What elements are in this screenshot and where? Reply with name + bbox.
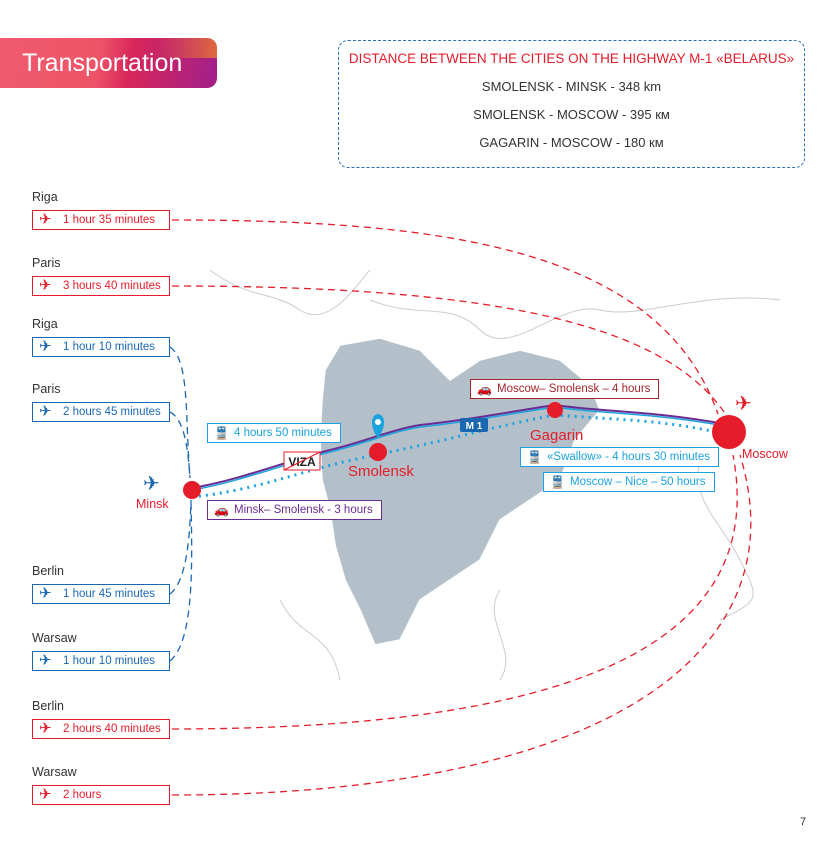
flight-time: 1 hour 35 minutes: [63, 214, 156, 226]
swallow-tag: 🚆 «Swallow» - 4 hours 30 minutes: [520, 447, 719, 467]
distance-box: DISTANCE BETWEEN THE CITIES ON THE HIGHW…: [338, 40, 805, 168]
plane-icon: ✈: [39, 652, 52, 669]
smolensk-label: Smolensk: [348, 463, 414, 480]
railway: [191, 413, 729, 499]
origin-city-label: Warsaw: [32, 631, 77, 645]
smolensk-region: [319, 337, 601, 646]
car-icon: 🚗: [214, 503, 229, 517]
plane-icon: ✈: [39, 585, 52, 602]
plane-icon: ✈: [39, 720, 52, 737]
plane-icon: ✈: [143, 473, 160, 495]
flight-path-warsaw-moscow: [171, 454, 752, 796]
origin-city-label: Berlin: [32, 564, 64, 578]
flight-path-warsaw-minsk: [169, 499, 193, 662]
smolensk-dot: [369, 443, 387, 461]
gagarin-dot: [547, 402, 563, 418]
origin-city-label: Paris: [32, 382, 61, 396]
origin-city-label: Berlin: [32, 699, 64, 713]
plane-icon: ✈: [39, 277, 52, 294]
distance-row: SMOLENSK - MOSCOW - 395 км: [473, 107, 670, 122]
plane-icon: ✈: [39, 403, 52, 420]
flight-time-box: ✈ 2 hours 45 minutes: [32, 402, 170, 422]
flight-time: 1 hour 10 minutes: [63, 655, 156, 667]
gagarin-label: Gagarin: [530, 427, 584, 444]
moscow-dot: [712, 415, 746, 449]
route-text: «Swallow» - 4 hours 30 minutes: [547, 451, 710, 463]
highway-m1-badge: [460, 418, 488, 432]
distance-heading: DISTANCE BETWEEN THE CITIES ON THE HIGHW…: [348, 51, 795, 66]
distance-row: SMOLENSK - MINSK - 348 km: [481, 79, 662, 94]
flight-time-box: ✈ 1 hour 45 minutes: [32, 584, 170, 604]
origin-city-label: Paris: [32, 256, 61, 270]
plane-icon: ✈: [39, 786, 52, 803]
svg-text:VIZA: VIZA: [288, 455, 316, 469]
moscow-label: Moscow: [742, 447, 788, 461]
flight-time-box: ✈ 1 hour 10 minutes: [32, 651, 170, 671]
minsk-label: Minsk: [136, 497, 169, 511]
route-text: Moscow – Nice – 50 hours: [570, 476, 706, 488]
location-pin-icon: [372, 414, 384, 438]
flight-time-box: ✈ 3 hours 40 minutes: [32, 276, 170, 296]
flight-time-box: ✈ 1 hour 35 minutes: [32, 210, 170, 230]
flight-time-box: ✈ 2 hours 40 minutes: [32, 719, 170, 739]
flight-time: 3 hours 40 minutes: [63, 280, 161, 292]
origin-city-label: Warsaw: [32, 765, 77, 779]
train-icon: 🚆: [550, 475, 565, 489]
flight-path-riga-moscow: [171, 219, 719, 415]
svg-text:M 1: M 1: [466, 421, 483, 432]
car-icon: 🚗: [477, 382, 492, 396]
flight-time: 1 hour 45 minutes: [63, 588, 156, 600]
origin-city-label: Riga: [32, 317, 58, 331]
flight-path-berlin-minsk: [169, 499, 192, 595]
flight-path-riga-minsk: [169, 346, 191, 479]
page-title: Transportation: [0, 38, 217, 88]
plane-icon: ✈: [735, 393, 752, 415]
train-icon: 🚆: [214, 426, 229, 440]
origin-city-label: Riga: [32, 190, 58, 204]
page-number: 7: [800, 816, 807, 828]
flight-time: 2 hours 45 minutes: [63, 406, 161, 418]
moscow-nice-tag: 🚆 Moscow – Nice – 50 hours: [543, 472, 715, 492]
flight-time-box: ✈ 1 hour 10 minutes: [32, 337, 170, 357]
distance-row: GAGARIN - MOSCOW - 180 км: [479, 135, 664, 150]
route-text: Moscow– Smolensk – 4 hours: [497, 383, 651, 395]
flight-time: 2 hours 40 minutes: [63, 723, 161, 735]
flight-time: 2 hours: [63, 789, 102, 801]
route-text: Minsk– Smolensk - 3 hours: [234, 504, 373, 516]
flight-time-box: ✈ 2 hours: [32, 785, 170, 805]
minsk-dot: [183, 481, 201, 499]
flight-time: 1 hour 10 minutes: [63, 341, 156, 353]
car-minsk-tag: 🚗 Minsk– Smolensk - 3 hours: [207, 500, 382, 520]
route-text: 4 hours 50 minutes: [234, 427, 332, 439]
car-moscow-tag: 🚗 Moscow– Smolensk – 4 hours: [470, 379, 660, 399]
train-icon: 🚆: [527, 450, 542, 464]
plane-icon: ✈: [39, 338, 52, 355]
train-minsk-tag: 🚆 4 hours 50 minutes: [207, 423, 341, 443]
flight-path-berlin-moscow: [171, 454, 738, 730]
flight-path-paris-moscow: [171, 285, 725, 413]
flight-path-paris-minsk: [169, 411, 191, 479]
plane-icon: ✈: [39, 211, 52, 228]
